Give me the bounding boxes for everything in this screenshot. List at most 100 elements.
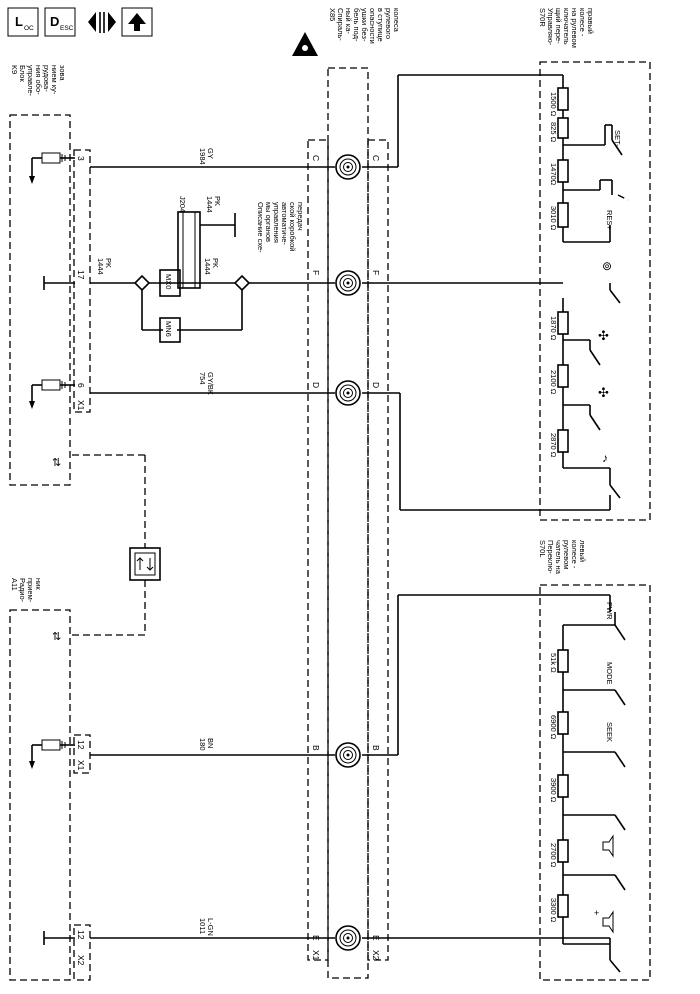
svg-text:⇅: ⇅ <box>52 457 61 469</box>
svg-text:⇅: ⇅ <box>52 631 61 643</box>
wire-d-number: 754 <box>198 372 207 385</box>
serial-data-icon <box>129 547 161 581</box>
ground-symbol <box>29 739 75 769</box>
a11-connector2-label: X2 <box>76 955 86 966</box>
up-arrow-icon[interactable] <box>121 7 153 37</box>
splice-left <box>133 274 151 292</box>
switch-pwr-label: PWR <box>605 602 614 620</box>
contact-symbol <box>43 276 75 290</box>
s70l-box <box>539 584 651 981</box>
x2-spiral-label: X2 <box>371 950 381 961</box>
letter-f-left: F <box>311 270 321 275</box>
svg-text:S70LПереклю-чатель нарулевомко: S70LПереклю-чатель нарулевомколесе -левы… <box>538 540 587 575</box>
svg-text:S70RУправляю-щий пере-ключател: S70RУправляю-щий пере-ключательна рулево… <box>538 8 595 48</box>
switch-bottom <box>563 943 621 973</box>
x85-label: X85Спираль-ный ка-бель под-ушки без-опас… <box>328 8 401 44</box>
svg-text:OC: OC <box>24 25 34 32</box>
svg-text:MX0: MX0 <box>164 274 173 289</box>
switch-volume-down <box>602 814 626 858</box>
pin-k9-d: 6 <box>76 383 86 388</box>
reference-line: 1444 PK <box>200 196 236 237</box>
s70r-box <box>539 61 651 521</box>
wire-b-color: BN <box>206 738 215 748</box>
a11-connector-box-x1 <box>73 734 91 774</box>
svg-text:X85Спираль-ный ка-бель под-ушк: X85Спираль-ный ка-бель под-ушки без-опас… <box>328 8 401 44</box>
switch-voice: ♪ <box>602 451 621 499</box>
wire-f2-color: PK <box>211 258 220 268</box>
a11-connector1-label: X1 <box>76 760 86 771</box>
svg-text:D: D <box>50 14 59 29</box>
spiral-coil <box>335 380 361 406</box>
svg-text:+: + <box>594 908 599 918</box>
x85-box <box>327 67 369 979</box>
resistor-r-1470: 1470Ω <box>549 163 558 186</box>
wire-f1-color: PK <box>104 258 113 268</box>
spiral-coil <box>335 742 361 768</box>
s70r-label: S70RУправляю-щий пере-ключательна рулево… <box>538 8 595 48</box>
spiral-coil <box>335 270 361 296</box>
k9-connector-box <box>73 149 91 413</box>
fan-up-icon: ✣ <box>598 328 609 343</box>
switch-mode: MODE <box>605 662 626 706</box>
switch-fan-up: ✣ <box>589 328 609 366</box>
wire-e: 1011 L-GN <box>90 918 611 960</box>
a11-label: A11Радио-прием-ник <box>10 578 43 603</box>
description-icon[interactable]: D ESC <box>44 7 76 37</box>
j204-bar: J204 <box>177 196 201 289</box>
wire-ref-color: PK <box>213 196 222 206</box>
switch-pwr: PWR <box>605 602 626 641</box>
switch-seek: SEEK <box>605 722 626 768</box>
wire-c: 1984 GY <box>90 74 563 168</box>
x1-spiral-label: X1 <box>311 950 321 961</box>
serial-data-link: ⇅ ⇅ <box>52 454 146 643</box>
a11-box <box>9 609 71 981</box>
resistor-r-3010: 3010 Ω <box>549 206 558 231</box>
mn6-block: MN6 <box>159 317 181 343</box>
resistor-l-3300: 3300 Ω <box>549 898 558 923</box>
s70l-label: S70LПереклю-чатель нарулевомколесе -левы… <box>538 540 587 575</box>
switch-res: RES+ <box>605 180 629 230</box>
a11-connector-box-x2 <box>73 924 91 981</box>
resistor-r-1500: 1500 Ω <box>549 92 558 117</box>
ground-symbol <box>29 152 75 184</box>
s70l-resistor-ladder <box>557 624 615 944</box>
s70r-resistor-ladder <box>557 75 612 469</box>
mx0-block: MX0 <box>159 269 181 297</box>
letter-c-left: C <box>311 155 321 161</box>
wire-c-number: 1984 <box>198 148 207 165</box>
wire-f2-number: 1444 <box>203 258 212 275</box>
resistor-l-2700: 2700 Ω <box>549 843 558 868</box>
pin-k9-c: 3 <box>76 156 86 161</box>
signal-flow-icon[interactable] <box>88 12 116 33</box>
switch-res-label: RES+ <box>605 210 614 230</box>
j204-label: J204 <box>178 196 187 212</box>
svg-text:Описание схе-мы органовуправле: Описание схе-мы органовуправленияавтомат… <box>256 202 305 253</box>
k9-box <box>9 114 71 486</box>
switch-set-label: SET- <box>613 130 622 147</box>
switch-set: SET- <box>611 125 623 156</box>
pin-a11-e: 12 <box>76 930 86 940</box>
svg-text:A11Радио-прием-ник: A11Радио-прием-ник <box>10 578 43 603</box>
svg-text:L: L <box>15 14 23 29</box>
wire-b: 180 BN <box>90 594 611 756</box>
wire-ref-number: 1444 <box>205 196 214 213</box>
letter-c-right: C <box>371 155 381 161</box>
resistor-r-1870: 1870 Ω <box>549 316 558 341</box>
wire-e-number: 1011 <box>198 918 207 934</box>
spiral-coil <box>335 925 361 951</box>
switch-mode-label: MODE <box>605 662 614 685</box>
wire-d-color: GY/BK <box>206 372 215 395</box>
switch-cruise: ⊚ <box>602 259 621 304</box>
location-icon[interactable]: L OC <box>7 7 39 37</box>
switch-seek-label: SEEK <box>605 722 614 742</box>
letter-d-left: D <box>311 382 321 388</box>
wire-d: 754 GY/BK <box>90 372 611 511</box>
voice-icon: ♪ <box>602 451 608 465</box>
cruise-icon: ⊚ <box>602 259 612 273</box>
contact-symbol <box>43 931 75 945</box>
switch-fan-down: ✣ <box>589 385 609 431</box>
resistor-l-51k: 51k Ω <box>549 653 558 673</box>
wire-e-color: L-GN <box>206 918 215 936</box>
switch-volume-up: + <box>594 874 626 934</box>
